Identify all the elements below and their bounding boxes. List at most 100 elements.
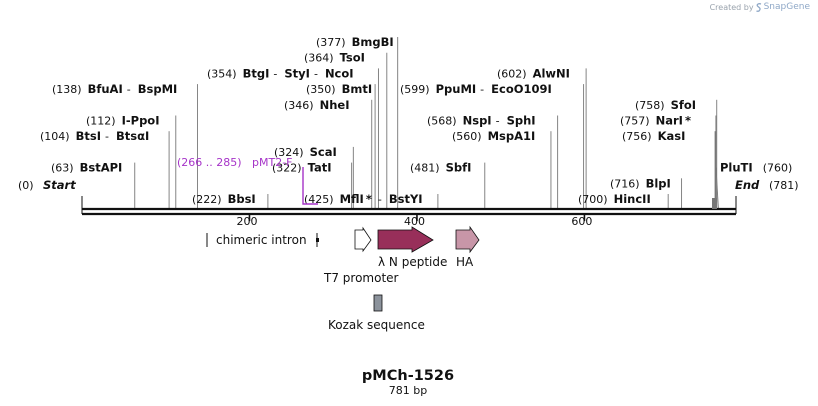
enzyme-name-bbsi: BbsI <box>228 192 256 206</box>
end-position: (781) <box>769 179 799 192</box>
enzyme-pos: (63) <box>51 162 74 175</box>
enzyme-pos: (757) <box>620 115 650 128</box>
enzyme-pos: (599) <box>400 83 430 96</box>
enzyme-separator: - <box>127 83 131 96</box>
enzyme-pos: (377) <box>316 36 346 49</box>
lambda-n-peptide-arrow <box>377 226 434 253</box>
watermark-prefix: Created by <box>709 2 754 12</box>
primer-pmt2f-arrow <box>302 167 318 205</box>
enzyme-pos: (350) <box>306 83 336 96</box>
enzyme-name-scai: ScaI <box>310 145 337 159</box>
cut-line-pluti <box>715 167 719 210</box>
enzyme-pos: (760) <box>763 162 793 175</box>
enzyme-bstapi: (63) BstAPI <box>51 161 122 175</box>
enzyme-name-mfli: MflI <box>340 192 364 206</box>
enzyme-name-btgi: BtgI <box>243 66 270 80</box>
enzyme-separator: - <box>105 130 109 143</box>
enzyme-name-bstyi: BstYI <box>389 192 423 206</box>
enzyme-mspa1i: (560) MspA1I <box>452 129 535 143</box>
enzyme-star: * <box>685 114 691 128</box>
enzyme-pos: (222) <box>192 193 222 206</box>
enzyme-separator: - <box>273 67 277 80</box>
enzyme-pos: (758) <box>635 99 665 112</box>
enzyme-separator: - <box>314 67 318 80</box>
enzyme-tsoi: (364)TsoI <box>304 51 365 65</box>
plasmid-length: 781 bp <box>389 384 427 397</box>
enzyme-name-bstapi: BstAPI <box>80 161 123 175</box>
enzyme-nspi-sphi: (568) NspI-SphI <box>427 114 536 128</box>
scale-tick-label-200: 200 <box>236 215 257 228</box>
chimeric-intron-label: chimeric intron <box>216 233 307 247</box>
enzyme-bbsi: (222) BbsI <box>192 192 256 206</box>
kozak-sequence-box <box>373 294 383 312</box>
enzyme-name-alwni: AlwNI <box>533 66 570 80</box>
enzyme-name-styi: StyI <box>284 66 310 80</box>
enzyme-kasi: (756) KasI <box>622 129 685 143</box>
enzyme-labels: (377)BmgBI(364)TsoI(354)BtgI-StyI-NcoI(3… <box>40 35 792 206</box>
enzyme-mfli-bstyi: (425)MflI*-BstYI <box>304 192 423 206</box>
enzyme-tati: (322)TatI <box>272 161 332 175</box>
enzyme-btsi-bts-i: (104)BtsI-BtsαI <box>40 129 149 143</box>
enzyme-pos: (425) <box>304 193 334 206</box>
scale-tick-label-400: 400 <box>404 215 425 228</box>
enzyme-pos: (568) <box>427 115 457 128</box>
primer-name: pMT2-F <box>252 156 293 169</box>
enzyme-name-sphi: SphI <box>507 114 536 128</box>
plasmid-title: pMCh-1526 <box>362 368 454 384</box>
enzyme-alwni: (602) AlwNI <box>497 66 570 80</box>
enzyme-pos: (560) <box>452 130 482 143</box>
ha-tag-arrow <box>455 225 480 254</box>
enzyme-name-bfuai: BfuAI <box>88 82 123 96</box>
enzyme-i-ppoi: (112) I-PpoI <box>86 114 160 128</box>
enzyme-separator: - <box>480 83 484 96</box>
scale-ticks: 200 400 600 <box>236 214 592 228</box>
enzyme-name-ncoi: NcoI <box>325 66 354 80</box>
enzyme-name-pluti: PluTI <box>720 161 753 175</box>
enzyme-pos: (716) <box>610 177 640 190</box>
enzyme-name-i-ppoi: I-PpoI <box>122 114 160 128</box>
enzyme-name-nspi: NspI <box>463 114 492 128</box>
enzyme-pos: (104) <box>40 130 70 143</box>
enzyme-hincii: (700) HincII <box>578 192 651 206</box>
start-position: (0) <box>18 179 34 192</box>
enzyme-name-hincii: HincII <box>614 192 651 206</box>
enzyme-name-bmti: BmtI <box>342 82 373 96</box>
kozak-sequence-label: Kozak sequence <box>328 318 425 332</box>
cut-site-lines <box>134 37 719 210</box>
enzyme-separator: - <box>496 115 500 128</box>
enzyme-name-mspa1i: MspA1I <box>488 129 536 143</box>
enzyme-pos: (138) <box>52 83 82 96</box>
enzyme-bmti: (350) BmtI <box>306 82 372 96</box>
enzyme-pluti: PluTI (760) <box>720 161 792 175</box>
enzyme-name-kasi: KasI <box>658 129 686 143</box>
enzyme-ppumi-ecoo109i: (599)PpuMI-EcoO109I <box>400 82 552 96</box>
enzyme-name-blpi: BlpI <box>646 176 671 190</box>
enzyme-name-nhei: NheI <box>320 98 350 112</box>
narI-site-marker <box>712 198 717 209</box>
enzyme-pos: (756) <box>622 130 652 143</box>
enzyme-name-bts-i: BtsαI <box>116 129 149 143</box>
enzyme-sbfi: (481)SbfI <box>410 161 471 175</box>
enzyme-name-tati: TatI <box>308 161 332 175</box>
end-label: End <box>735 178 760 192</box>
enzyme-pos: (346) <box>284 99 314 112</box>
t7-promoter-label: T7 promoter <box>323 271 399 285</box>
enzyme-separator: - <box>378 193 382 206</box>
enzyme-bfuai-bspmi: (138) BfuAI-BspMI <box>52 82 177 96</box>
scale-tick-label-600: 600 <box>571 215 592 228</box>
enzyme-blpi: (716) BlpI <box>610 176 671 190</box>
enzyme-name-bspmi: BspMI <box>138 82 178 96</box>
enzyme-nhei: (346) NheI <box>284 98 349 112</box>
lambda-n-peptide-label: λ N peptide <box>378 255 447 269</box>
enzyme-pos: (354) <box>207 67 237 80</box>
enzyme-pos: (700) <box>578 193 608 206</box>
enzyme-pos: (112) <box>86 115 116 128</box>
snapgene-logo-icon <box>755 2 761 12</box>
enzyme-pos: (602) <box>497 67 527 80</box>
enzyme-pos: (364) <box>304 52 334 65</box>
enzyme-name-sfoi: SfoI <box>671 98 696 112</box>
enzyme-name-ecoo109i: EcoO109I <box>491 82 552 96</box>
enzyme-bmgbi: (377)BmgBI <box>316 35 394 49</box>
enzyme-nari: (757)NarI* <box>620 114 691 128</box>
